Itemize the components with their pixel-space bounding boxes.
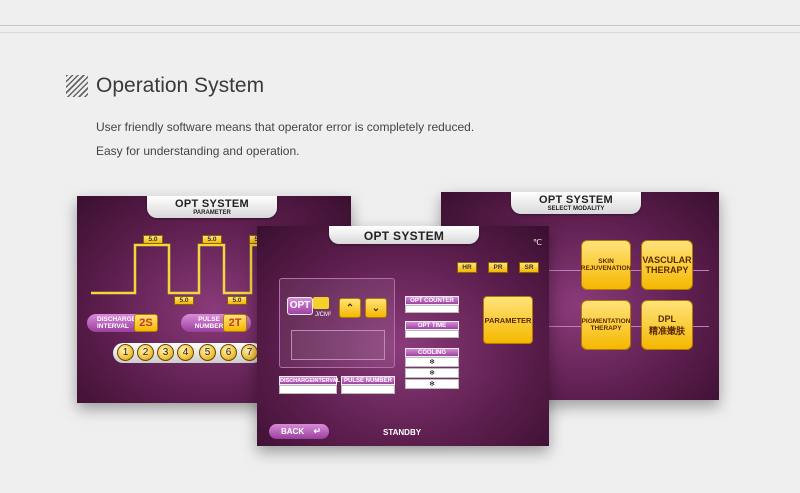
section-title: Operation System	[96, 74, 265, 97]
back-button[interactable]: BACK ↵	[269, 424, 329, 439]
pulse-number-label: PULSE NUMBER	[194, 316, 224, 330]
cooling-level-2[interactable]: ❄	[405, 368, 459, 378]
cooling-label: COOLING	[405, 348, 459, 357]
screen-title: OPT SYSTEM	[363, 229, 445, 243]
screen-title-tab: OPT SYSTEM SELECT MODALITY	[511, 192, 641, 214]
description-line-1: User friendly software means that operat…	[96, 120, 475, 134]
pulse-width-label-1: 5.0	[143, 235, 163, 244]
opt-counter-label: OPT COUNTER	[405, 296, 459, 305]
return-arrow-icon: ↵	[313, 426, 321, 436]
status-text: STANDBY	[383, 428, 422, 437]
ball-3[interactable]: 3	[157, 344, 174, 361]
interval-label-1: 5.0	[174, 296, 194, 305]
increase-button[interactable]: ⌃	[339, 298, 361, 318]
ball-5[interactable]: 5	[199, 344, 216, 361]
pulse-waveform	[91, 243, 267, 295]
decrease-button[interactable]: ⌄	[365, 298, 387, 318]
cooling-level-1[interactable]: ❄	[405, 357, 459, 367]
temperature-unit: ℃	[533, 238, 542, 247]
discharge-interval-label: DISCHARGEINTERVAL	[279, 376, 340, 385]
discharge-interval-value[interactable]: 2S	[134, 314, 158, 332]
opt-time-field	[405, 330, 459, 338]
ball-6[interactable]: 6	[220, 344, 237, 361]
screen-subtitle: SELECT MODALITY	[547, 206, 605, 212]
description-line-2: Easy for understanding and operation.	[96, 144, 300, 158]
top-divider	[0, 25, 800, 26]
info-display	[291, 330, 385, 360]
sr-tag[interactable]: SR	[519, 262, 539, 273]
pulse-number-value[interactable]: 2T	[223, 314, 247, 332]
screen-title: OPT SYSTEM	[539, 194, 613, 206]
screen-title: OPT SYSTEM	[175, 198, 249, 210]
discharge-interval-field	[279, 385, 337, 394]
pigmentation-therapy-button[interactable]: PIGMENTATION THERAPY	[581, 300, 631, 350]
screen-title-tab: OPT SYSTEM	[329, 226, 479, 244]
hatch-icon	[66, 75, 88, 97]
energy-value-display	[313, 297, 329, 309]
energy-unit: J/CM²	[315, 312, 331, 318]
hr-tag[interactable]: HR	[457, 262, 477, 273]
discharge-interval-label: DISCHARGE INTERVAL	[97, 316, 137, 330]
skin-rejuvenation-button[interactable]: SKIN REJUVENATION	[581, 240, 631, 290]
dpl-sub-label: 精准嫩肤	[648, 325, 685, 336]
ball-4[interactable]: 4	[177, 344, 194, 361]
screen-subtitle: PARAMETER	[193, 210, 231, 216]
pulse-number-field	[341, 385, 395, 394]
opt-main-screen: OPT SYSTEM ℃ HR PR SR OPT J/CM² ⌃ ⌄ OPT …	[257, 226, 549, 446]
opt-mode-label: OPT	[287, 297, 313, 315]
pulse-number-label: PULSE NUMBER	[341, 376, 395, 385]
interval-label-2: 5.0	[227, 296, 247, 305]
ball-2[interactable]: 2	[137, 344, 154, 361]
opt-time-label: OPT TIME	[405, 321, 459, 330]
top-divider-secondary	[0, 32, 800, 33]
parameter-button[interactable]: PARAMETER	[483, 296, 533, 344]
pulse-number-selector: 1 2 3 4 5 6 7	[117, 344, 317, 362]
ball-7[interactable]: 7	[241, 344, 258, 361]
energy-panel	[279, 278, 395, 368]
dpl-label: DPL	[658, 313, 676, 324]
pr-tag[interactable]: PR	[488, 262, 508, 273]
back-label: BACK	[281, 427, 305, 436]
vascular-therapy-button[interactable]: VASCULAR THERAPY	[641, 240, 693, 290]
dpl-button[interactable]: DPL 精准嫩肤	[641, 300, 693, 350]
pulse-width-label-2: 5.0	[202, 235, 222, 244]
cooling-level-3[interactable]: ❄	[405, 379, 459, 389]
ball-1[interactable]: 1	[117, 344, 134, 361]
chevron-up-icon: ⌃	[345, 302, 355, 314]
opt-counter-field	[405, 305, 459, 313]
chevron-down-icon: ⌄	[371, 302, 381, 314]
screen-title-tab: OPT SYSTEM PARAMETER	[147, 196, 277, 218]
